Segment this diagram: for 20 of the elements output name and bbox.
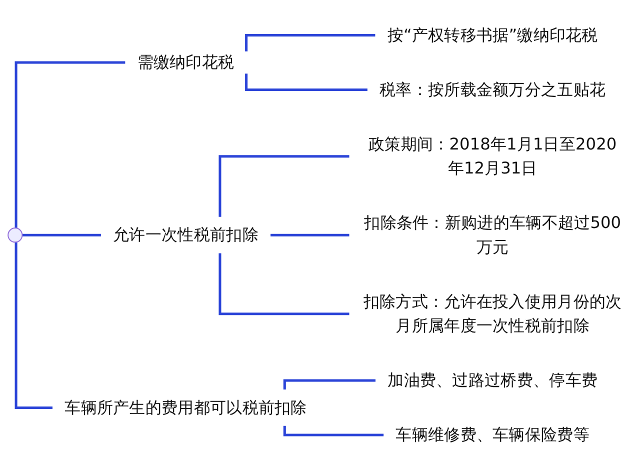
connector [218,156,350,218]
connector [245,74,368,92]
node-text: 税率：按所载金额万分之五贴花 [380,80,606,100]
node-text: 按“产权转移书据”缴纳印花税 [387,26,598,45]
connector [218,254,350,316]
node-text: 需缴纳印花税 [137,52,234,72]
node-text: 允许一次性税前扣除 [113,225,258,245]
connector [245,34,376,52]
connector [269,234,350,237]
node-text: 车辆所产生的费用都可以税前扣除 [64,398,307,418]
node-text: 加油费、过路过桥费、停车费 [388,370,598,390]
node-text: 扣除条件：新购进的车辆不超过500万元 [364,213,622,257]
node-text: 政策期间：2018年1月1日至2020年12月31日 [368,134,617,178]
connector [283,380,376,390]
node-text: 扣除方式：允许在投入使用月份的次月所属年度一次性税前扣除 [363,292,622,336]
connector [14,242,52,410]
connector [14,62,126,228]
connector [20,234,101,237]
connector [283,426,384,437]
node-text: 车辆维修费、车辆保险费等 [396,425,590,444]
